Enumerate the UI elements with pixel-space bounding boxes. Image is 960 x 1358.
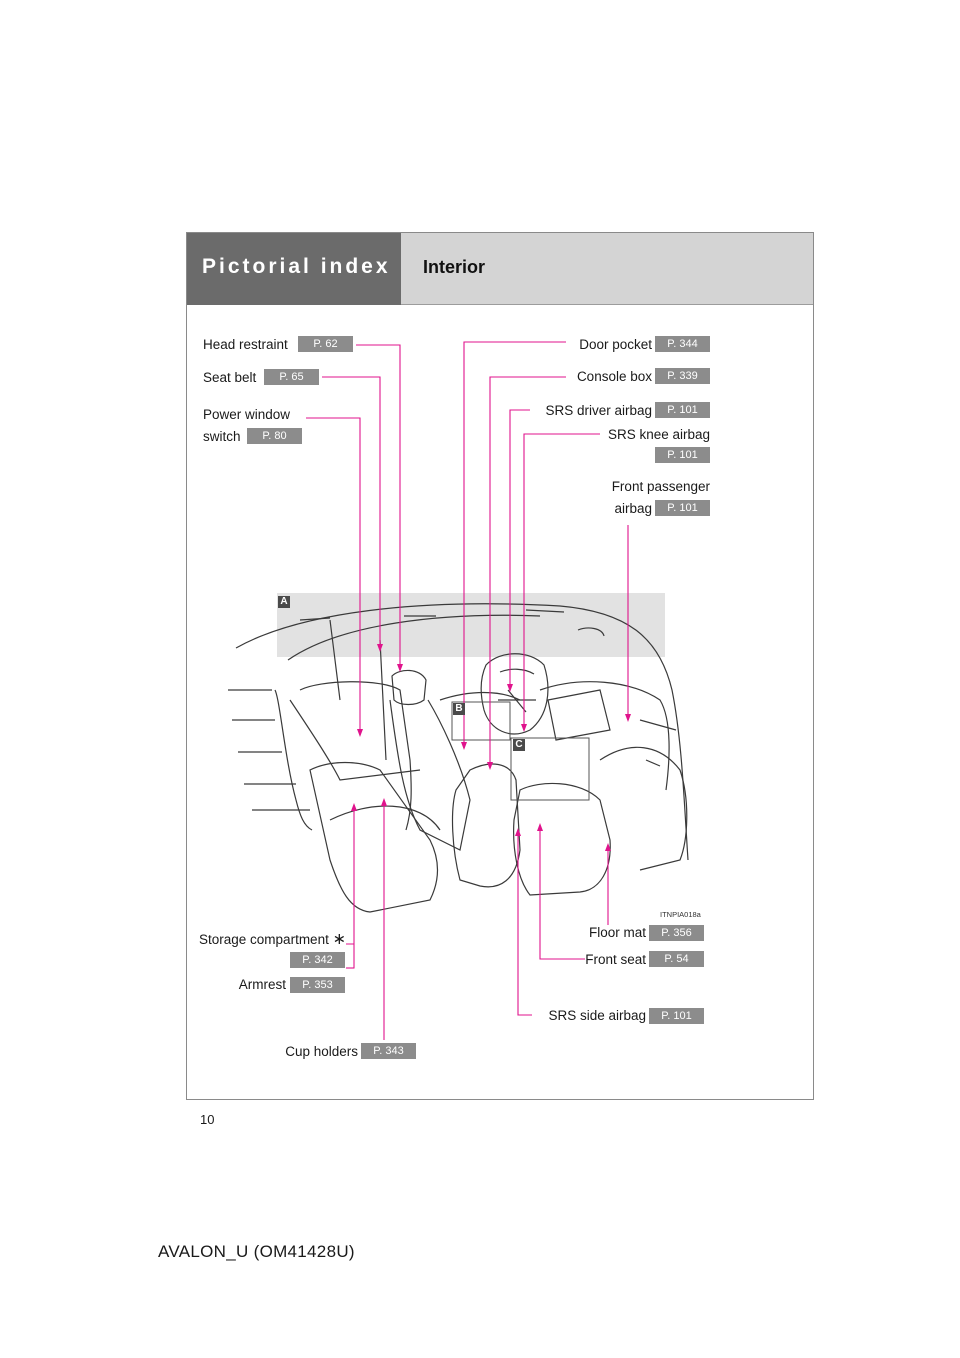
cup-holders-page[interactable]: P. 343	[361, 1043, 416, 1059]
leader-srs-side-airbag	[517, 830, 532, 1016]
leader-power-window	[306, 417, 361, 735]
srs-driver-airbag-label: SRS driver airbag	[545, 403, 652, 418]
leader-srs-driver-airbag	[509, 409, 530, 690]
page-frame	[186, 232, 814, 1100]
power-window-label-1: Power window	[203, 407, 291, 422]
floor-mat-page[interactable]: P. 356	[649, 925, 704, 941]
console-box-label: Console box	[576, 369, 652, 384]
leader-arrowheads	[351, 644, 631, 851]
section-title: Pictorial index	[202, 255, 391, 278]
srs-knee-airbag-page[interactable]: P. 101	[655, 447, 710, 463]
console-box-page[interactable]: P. 339	[655, 368, 710, 384]
head-restraint-page[interactable]: P. 62	[298, 336, 353, 352]
leader-head-restraint	[356, 344, 401, 670]
section-header: Pictorial index	[187, 233, 401, 305]
srs-knee-airbag-label: SRS knee airbag	[607, 427, 710, 442]
inset-box-b	[451, 701, 511, 741]
armrest-page[interactable]: P. 353	[290, 977, 345, 993]
leader-door-pocket	[463, 341, 566, 748]
front-seat-label: Front seat	[585, 952, 646, 967]
power-window-label-2: switch	[203, 429, 241, 444]
leader-srs-knee-airbag	[523, 433, 600, 730]
car-interior-illustration	[228, 603, 689, 913]
seat-belt-label: Seat belt	[203, 370, 257, 385]
marker-b: B	[453, 703, 465, 715]
leader-seat-belt	[322, 376, 381, 650]
front-seat-page[interactable]: P. 54	[649, 951, 704, 967]
front-passenger-airbag-label-1: Front passenger	[611, 479, 710, 494]
srs-driver-airbag-page[interactable]: P. 101	[655, 402, 710, 418]
seat-belt-page[interactable]: P. 65	[264, 369, 319, 385]
footnote-asterisk: ∗	[332, 931, 346, 948]
cup-holders-label: Cup holders	[285, 1044, 358, 1059]
leader-console-box	[489, 376, 566, 768]
armrest-label: Armrest	[238, 977, 286, 992]
srs-side-airbag-label: SRS side airbag	[548, 1008, 646, 1023]
leader-storage-compartment	[346, 805, 355, 969]
image-code: ITNPIA018a	[660, 910, 701, 919]
power-window-page[interactable]: P. 80	[247, 428, 302, 444]
storage-compartment-text: Storage compartment	[199, 932, 329, 947]
head-restraint-label: Head restraint	[203, 337, 288, 352]
front-passenger-airbag-label-2: airbag	[614, 501, 652, 516]
floor-mat-label: Floor mat	[588, 925, 646, 940]
manual-footer: AVALON_U (OM41428U)	[158, 1242, 355, 1261]
storage-compartment-label: Storage compartment ∗	[160, 932, 346, 948]
marker-c: C	[513, 739, 525, 751]
page-number: 10	[200, 1112, 215, 1127]
door-pocket-page[interactable]: P. 344	[655, 336, 710, 352]
front-passenger-airbag-page[interactable]: P. 101	[655, 500, 710, 516]
page-header: Interior	[401, 233, 813, 305]
door-pocket-label: Door pocket	[579, 337, 652, 352]
leader-front-seat	[539, 825, 585, 960]
leader-lines	[306, 341, 629, 1040]
srs-side-airbag-page[interactable]: P. 101	[649, 1008, 704, 1024]
page-title: Interior	[423, 257, 486, 277]
storage-compartment-page[interactable]: P. 342	[290, 952, 345, 968]
headliner-band	[277, 593, 665, 657]
marker-a: A	[278, 596, 290, 608]
inset-box-c	[510, 737, 590, 801]
